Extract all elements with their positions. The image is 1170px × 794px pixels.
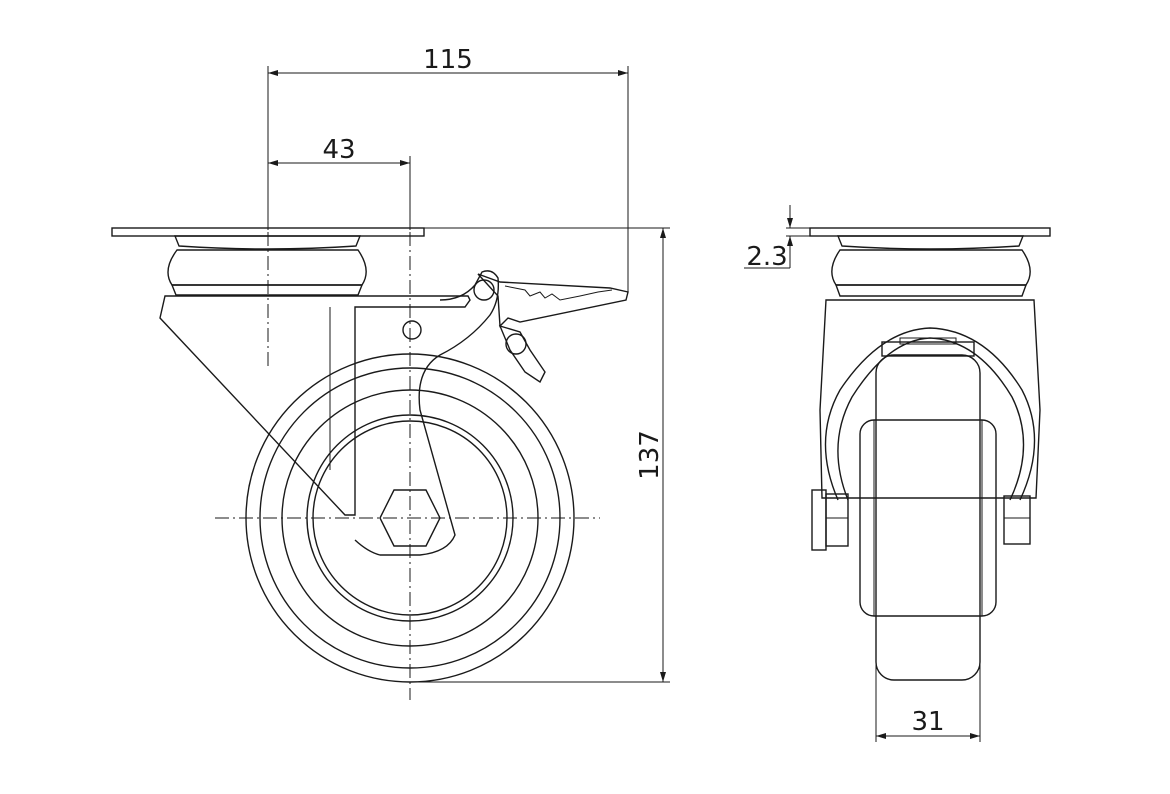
pivot-pin-upper	[473, 279, 495, 301]
pivot-pin-lower	[505, 333, 527, 355]
dim-label-43: 43	[322, 135, 355, 165]
brake-lever	[498, 324, 546, 384]
dim-label-2-3: 2.3	[746, 242, 787, 272]
fork-rivet	[402, 320, 422, 340]
dim-label-31: 31	[911, 707, 944, 737]
swivel-raceway-lower	[170, 284, 364, 296]
brake-pedal	[477, 273, 629, 328]
front-view	[809, 227, 1051, 681]
dimension-137: 137	[410, 227, 670, 683]
axle-bolt-head	[811, 489, 827, 551]
fork-bow	[824, 327, 1036, 501]
front-fork-body	[819, 299, 1041, 499]
swivel-raceway-upper	[173, 235, 362, 250]
axle-nut-front	[1003, 495, 1031, 545]
dimension-43: 43	[268, 135, 411, 230]
axle-nut	[379, 489, 441, 547]
swivel-bearing	[167, 249, 367, 286]
dimension-115: 115	[267, 45, 629, 292]
dim-label-137: 137	[635, 430, 665, 480]
dimension-2-3: 2.3	[744, 205, 810, 272]
front-top-plate	[809, 227, 1051, 237]
dim-label-115: 115	[423, 45, 473, 75]
fork-plate	[354, 270, 500, 556]
side-view	[111, 160, 629, 700]
dimension-31: 31	[875, 662, 981, 742]
fork-leg	[159, 295, 471, 516]
front-wheel-tread	[875, 354, 981, 681]
